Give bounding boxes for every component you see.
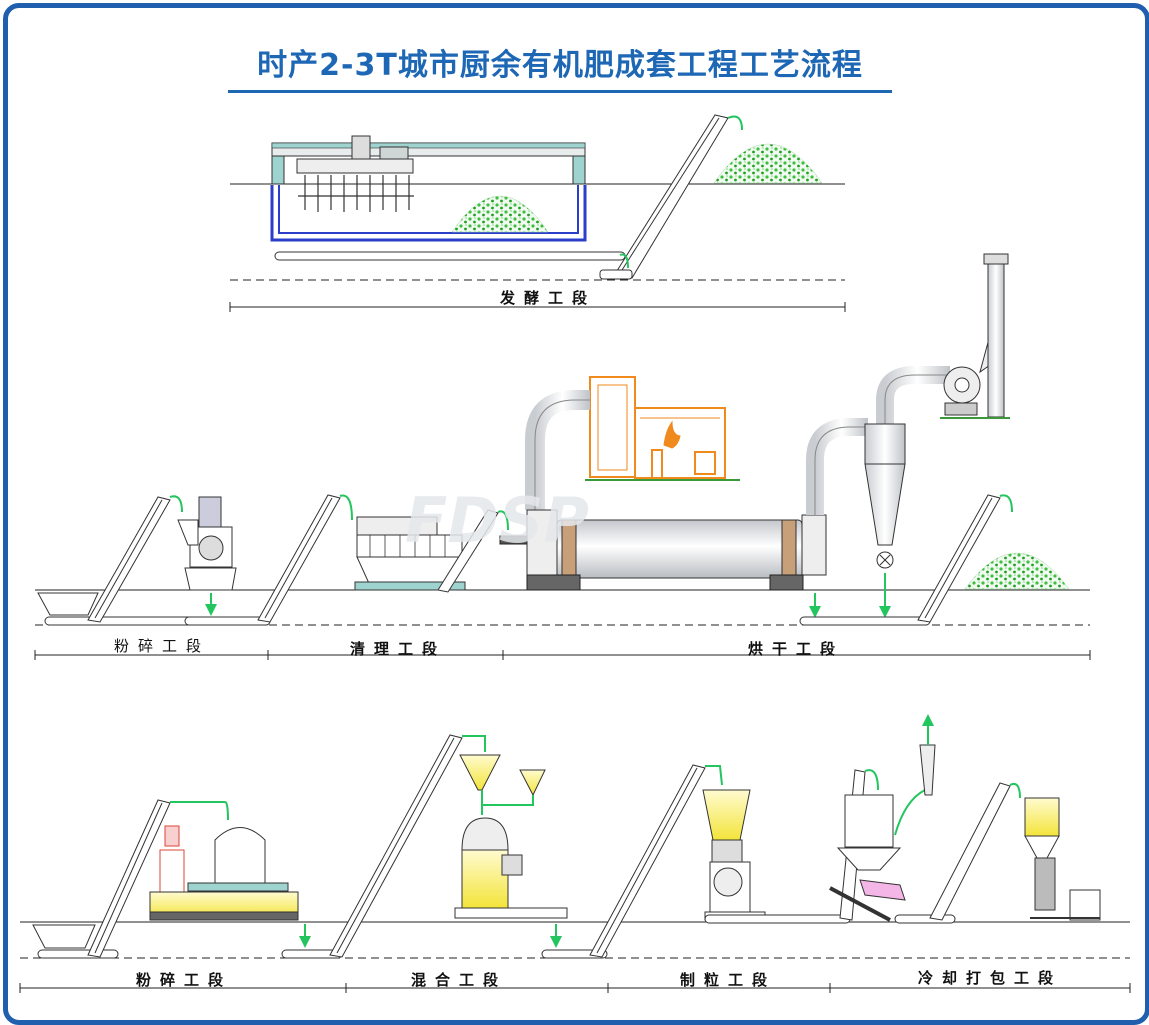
- packing-machine: [1024, 797, 1101, 921]
- stage-label-crushing-2: 粉碎工段: [136, 971, 233, 989]
- granulating-row: [19, 714, 1131, 993]
- inclined-conveyor-1: [599, 114, 729, 280]
- compost-turner: [271, 135, 586, 212]
- stage-label-crushing-1: 粉碎工段: [114, 637, 211, 655]
- stage-label-granulating: 制粒工段: [680, 971, 777, 989]
- crusher-1: [177, 496, 237, 591]
- fermentation-section: [229, 114, 846, 312]
- stage-label-drying: 烘干工段: [748, 640, 845, 658]
- diagram-title: 时产2-3T城市厨余有机肥成套工程工艺流程: [257, 48, 863, 83]
- pellet-mill: [702, 789, 766, 921]
- compost-pile: [451, 195, 549, 233]
- drying-row: FDSP: [34, 253, 1091, 660]
- watermark-text: FDSP: [405, 484, 589, 557]
- fertilizer-pile: [964, 552, 1070, 590]
- crusher-2: [149, 825, 299, 921]
- cooler: [829, 714, 936, 922]
- stage-label-mixing: 混合工段: [411, 971, 508, 989]
- drum-screen: [354, 516, 466, 591]
- cyclone-separator: [864, 423, 906, 569]
- rotary-dryer: [526, 509, 827, 591]
- stage-label-cooling-packing: 冷却打包工段: [918, 969, 1063, 987]
- title-underline: [228, 90, 892, 93]
- compost-pile-output: [713, 143, 823, 184]
- mixer: [454, 754, 568, 919]
- hot-air-furnace: [589, 376, 726, 479]
- stage-label-cleaning: 清理工段: [350, 640, 447, 658]
- stage-label-fermentation: 发酵工段: [500, 289, 597, 307]
- exhaust-fan: [940, 253, 1010, 419]
